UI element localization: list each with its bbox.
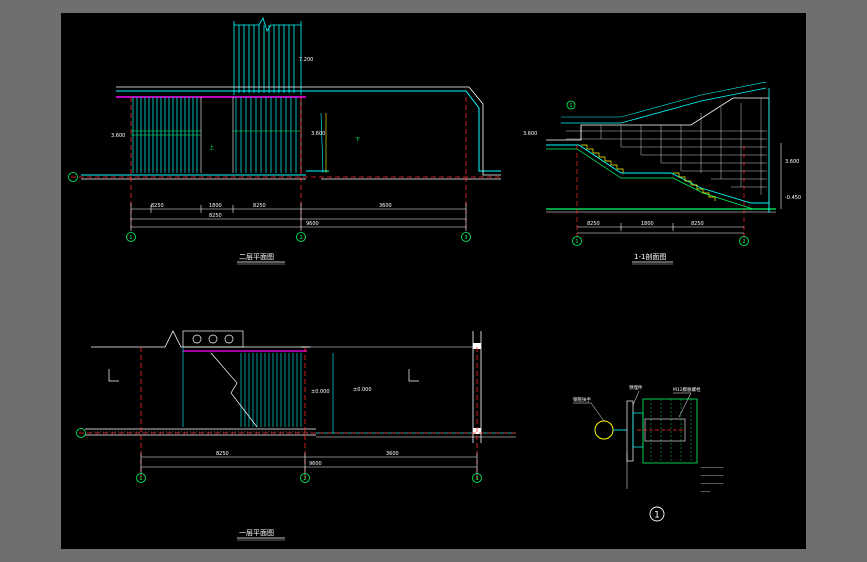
- plan2-dim-lines: [130, 203, 467, 231]
- plan1-axis-bubble-1: [136, 473, 146, 483]
- plan2-green-rails: [131, 112, 327, 174]
- detail-geometry: [594, 398, 698, 464]
- plan2-axis-label-1: 1: [129, 235, 132, 241]
- plan2-axis-lines: [71, 97, 501, 228]
- plan1-markers: [108, 369, 419, 382]
- plan1-elev-mid: ±0.000: [311, 389, 330, 395]
- plan2-axis-bubble-1: [126, 232, 136, 242]
- detail-1: 钢管扶手 预埋件 M12膨胀螺栓 __________ __________ _…: [573, 384, 724, 522]
- detail-legend-4: ____: [700, 488, 711, 493]
- plan1-axis-bubbles: [76, 428, 482, 483]
- plan2-axis-bubble-row: [68, 172, 78, 182]
- plan2-axis-bubbles: [68, 172, 471, 242]
- section-1-1: 8250 1800 8250 3.600 3.600 -0.450 1 2 1: [523, 81, 801, 265]
- section-structure: [546, 81, 776, 213]
- detail-marker-label: 1: [654, 511, 660, 521]
- plan1-axis-bubble-2: [300, 473, 310, 483]
- plan2-dim-1: 8250: [151, 203, 164, 209]
- plan2-axis-label-3: 3: [464, 235, 467, 241]
- detail-notes: 钢管扶手 预埋件 M12膨胀螺栓 __________ __________ _…: [573, 384, 724, 493]
- detail-legend-1: __________: [700, 464, 724, 469]
- plan1-dim-1: 8250: [216, 451, 229, 457]
- detail-marker-circle: [649, 506, 665, 522]
- plan1-dim-lines: [140, 453, 478, 475]
- section-stairs: [581, 144, 716, 201]
- section-axis-bubble-1: [572, 236, 582, 246]
- second-floor-plan: 8250 1800 8250 3600 8250 9600 7.200 3.60…: [68, 16, 501, 265]
- plan2-dim-4: 3600: [379, 203, 392, 209]
- section-masonry: [566, 98, 767, 195]
- section-mark-bubble: [566, 100, 576, 110]
- plan2-labels: 8250 1800 8250 3600 8250 9600 7.200 3.60…: [111, 57, 392, 227]
- plan2-title: 二层平面图: [239, 253, 274, 261]
- section-axis-bubbles: [566, 100, 749, 246]
- section-dim-1: 8250: [587, 221, 600, 227]
- section-axis-labels: 1 2 1: [569, 103, 745, 245]
- detail-leaders: [573, 390, 692, 489]
- drawing-sheet: 8250 1800 8250 3600 8250 9600 7.200 3.60…: [61, 13, 806, 549]
- plan2-axis-bubble-3: [461, 232, 471, 242]
- detail-note-1: 钢管扶手: [573, 396, 591, 403]
- plan1-total: 9600: [309, 461, 322, 467]
- plan1-walls: [85, 330, 516, 443]
- section-axis-label-2: 2: [742, 239, 745, 245]
- section-axis-lines: [576, 145, 745, 241]
- plan1-axis-bubble-3: [472, 473, 482, 483]
- plan2-elev-left: 3.600: [111, 133, 125, 139]
- plan2-axis-bubble-2: [296, 232, 306, 242]
- plan1-labels: 8250 3600 9600 ±0.000 ±0.000: [216, 387, 399, 467]
- plan2-elev-top: 7.200: [299, 57, 313, 63]
- plan1-title: 一层平面图: [239, 529, 274, 537]
- section-axis-bubble-2: [739, 236, 749, 246]
- section-mark-label: 1: [569, 103, 572, 109]
- plan1-axis-labels: 1 2 3: [139, 476, 478, 482]
- section-elev-ground: -0.450: [785, 195, 801, 201]
- plan2-axis-labels: 1 2 3: [129, 235, 467, 241]
- plan2-total-1: 8250: [209, 213, 222, 219]
- section-elev-left: 3.600: [523, 131, 537, 137]
- plan1-axis-label-1: 1: [139, 476, 142, 482]
- plan1-dim-2: 3600: [386, 451, 399, 457]
- drawing-svg: 8250 1800 8250 3600 8250 9600 7.200 3.60…: [68, 16, 801, 541]
- plan2-label-down: 下: [355, 137, 360, 143]
- section-dim-2: 1800: [641, 221, 654, 227]
- plan2-axis-label-2: 2: [299, 235, 302, 241]
- plan2-label-up: 上: [209, 144, 214, 151]
- plan1-stairs: [182, 347, 334, 433]
- section-axis-label-1: 1: [575, 239, 578, 245]
- plan2-walls: [81, 86, 501, 180]
- first-floor-plan: 8250 3600 9600 ±0.000 ±0.000 1 2 3: [76, 330, 516, 541]
- section-dim-3: 8250: [691, 221, 704, 227]
- plan2-dim-2: 1800: [209, 203, 222, 209]
- detail-note-3: M12膨胀螺栓: [673, 386, 701, 393]
- section-dim-lines: [577, 143, 782, 234]
- section-title: 1-1剖面图: [634, 252, 666, 261]
- plan2-total-2: 9600: [306, 221, 319, 227]
- plan1-axis-label-3: 3: [475, 476, 478, 482]
- plan2-elev-mid: 3.600: [311, 131, 325, 137]
- plan2-dim-3: 8250: [253, 203, 266, 209]
- section-labels: 8250 1800 8250 3.600 3.600 -0.450: [523, 131, 801, 227]
- plan1-elev-right: ±0.000: [353, 387, 372, 393]
- plan1-axis-lines: [79, 347, 516, 483]
- stair-upper-run: [233, 16, 302, 95]
- detail-legend-2: __________: [700, 472, 724, 477]
- section-elev-right: 3.600: [785, 159, 799, 165]
- plan1-axis-label-2: 2: [303, 476, 306, 482]
- plan1-axis-bubble-row: [76, 428, 86, 438]
- detail-note-2: 预埋件: [629, 384, 643, 391]
- detail-legend-3: __________: [700, 480, 724, 485]
